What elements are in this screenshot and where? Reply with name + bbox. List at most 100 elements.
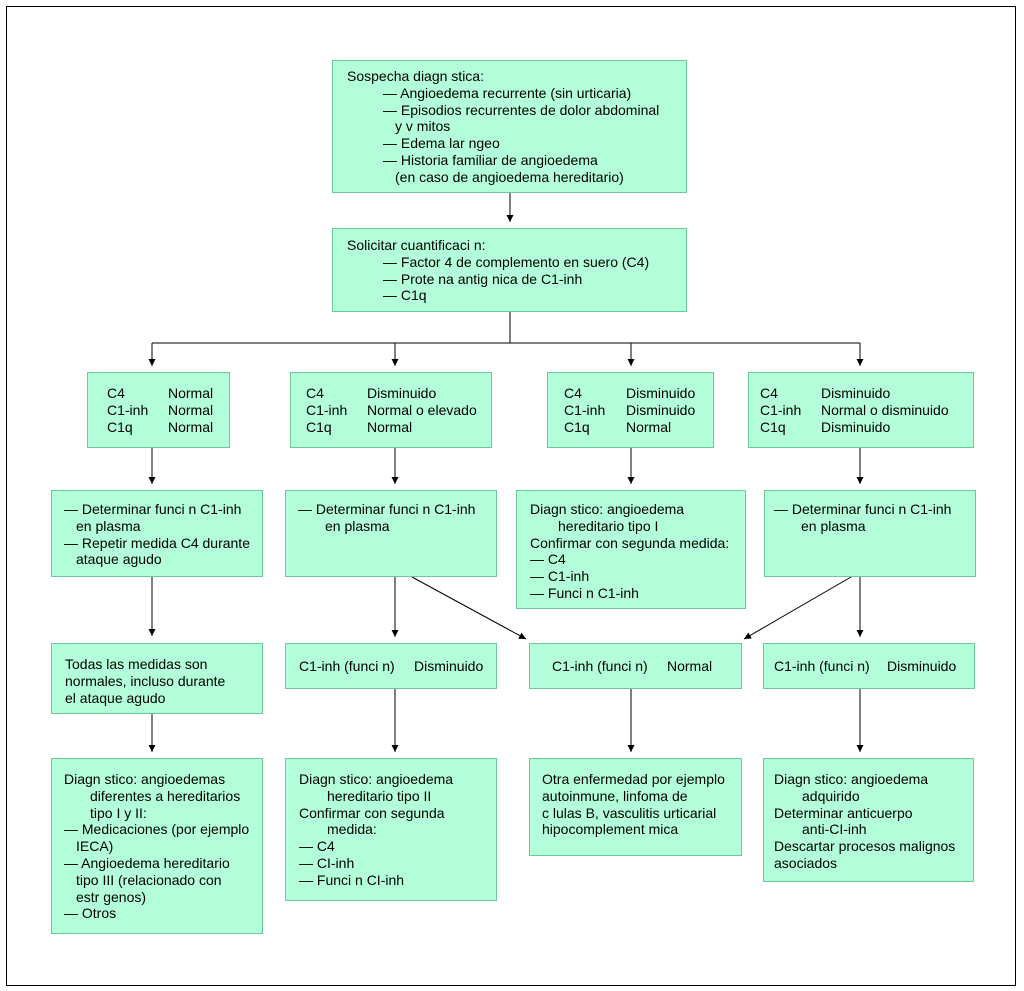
arrow-action2-to-func3 xyxy=(411,576,527,640)
diagnosis-line: Diagn stico: angioedema xyxy=(530,501,685,517)
suspicion-item: — Historia familiar de angioedema xyxy=(383,151,598,168)
suspicion-item: — Angioedema recurrente (sin urticaria) xyxy=(383,84,632,101)
function-box-2: C1-inh (funci n) Disminuido xyxy=(285,643,497,689)
confirm-item: — Funci n C1-inh xyxy=(530,584,639,601)
action-line: — Determinar funci n C1-inh xyxy=(298,501,476,517)
action-box-4: — Determinar funci n C1-inh en plasma xyxy=(764,490,976,577)
action-line: en plasma xyxy=(325,517,390,534)
diagnosis-line: Determinar anticuerpo xyxy=(774,804,913,821)
quantification-item: — Prote na antig nica de C1-inh xyxy=(383,270,583,287)
result-value: Normal xyxy=(626,418,672,435)
action-line: en plasma xyxy=(76,517,141,534)
result-key: C1q xyxy=(760,418,786,435)
result-key: C1-inh xyxy=(306,401,348,418)
diagnosis-line: — Medicaciones (por ejemplo xyxy=(64,821,250,838)
diagnosis-line: Diagn stico: angioedema xyxy=(299,771,454,787)
suspicion-item: y v mitos xyxy=(395,118,451,135)
function-line: el ataque agudo xyxy=(65,689,166,706)
function-label: C1-inh (funci n) xyxy=(552,657,648,674)
result-key: C1-inh xyxy=(107,401,149,418)
quantification-title: Solicitar cuantificaci n: xyxy=(347,237,486,253)
diagnosis-line: — Otros xyxy=(64,905,117,922)
suspicion-box: Sospecha diagn stica: — Angioedema recur… xyxy=(332,60,687,193)
result-value: Normal o disminuido xyxy=(821,401,949,418)
result-value: Disminuido xyxy=(626,401,696,418)
quantification-item: — Factor 4 de complemento en suero (C4) xyxy=(383,253,650,270)
diagnosis-line: estr genos) xyxy=(76,888,147,905)
suspicion-title: Sospecha diagn stica: xyxy=(347,68,484,84)
function-value: Normal xyxy=(667,657,713,674)
diagnosis-box-1: Diagn stico: angioedemas diferentes a he… xyxy=(51,758,263,934)
result-key: C4 xyxy=(564,385,582,401)
diagram-frame xyxy=(6,6,1016,986)
function-box-1: Todas las medidas son normales, incluso … xyxy=(51,643,263,714)
result-value: Normal xyxy=(168,401,214,418)
quantification-box: Solicitar cuantificaci n: — Factor 4 de … xyxy=(332,228,687,312)
function-box-3: C1-inh (funci n) Normal xyxy=(529,643,742,689)
result-value: Normal o elevado xyxy=(367,401,477,418)
diagnosis-line: c lulas B, vasculitis urticarial xyxy=(542,804,717,821)
result-key: C1q xyxy=(107,418,133,435)
diagnosis-box-3: Otra enfermedad por ejemplo autoinmune, … xyxy=(529,758,742,856)
function-value: Disminuido xyxy=(414,657,484,674)
diagnosis-line: hereditario tipo I xyxy=(558,517,659,534)
action-box-1: — Determinar funci n C1-inh en plasma — … xyxy=(51,490,263,577)
result-key: C1q xyxy=(306,418,332,435)
diagnosis-line: asociados xyxy=(774,854,838,871)
diagnosis-box-4: Diagn stico: angioedema adquirido Determ… xyxy=(763,758,974,882)
confirm-item: — C4 xyxy=(530,551,566,568)
result-key: C1-inh xyxy=(760,401,802,418)
diagnosis-box-2: Diagn stico: angioedema hereditario tipo… xyxy=(285,758,497,901)
diagnosis-line: hipocomplement mica xyxy=(542,821,679,838)
diagnosis-line: Confirmar con segunda xyxy=(299,804,445,821)
suspicion-item: — Episodios recurrentes de dolor abdomin… xyxy=(383,101,660,118)
result-key: C4 xyxy=(306,385,324,401)
suspicion-item: — Edema lar ngeo xyxy=(383,135,500,152)
result-box-2: C4 Disminuido C1-inh Normal o elevado C1q N… xyxy=(290,372,492,448)
diagnosis-line: tipo III (relacionado con xyxy=(76,871,222,888)
diagnosis-line: medida: xyxy=(327,821,377,838)
diagnosis-line: adquirido xyxy=(802,787,860,804)
diagnosis-line: — Angioedema hereditario xyxy=(64,854,230,871)
diagnosis-line: Otra enfermedad por ejemplo xyxy=(542,771,725,787)
function-value: Disminuido xyxy=(887,657,957,674)
result-key: C1q xyxy=(564,418,590,435)
diagnosis-line: Descartar procesos malignos xyxy=(774,838,956,855)
function-line: normales, incluso durante xyxy=(65,672,226,689)
confirm-item: — C1-inh xyxy=(530,568,590,585)
diagnosis-line: — Funci n CI-inh xyxy=(299,871,405,888)
function-label: C1-inh (funci n) xyxy=(299,657,395,674)
suspicion-item: (en caso de angioedema hereditario) xyxy=(395,168,624,185)
action-line: — Repetir medida C4 durante xyxy=(64,534,250,551)
function-line: Todas las medidas son xyxy=(65,656,208,672)
diagnosis-line: IECA) xyxy=(76,838,114,855)
result-key: C4 xyxy=(107,385,125,401)
diagnosis-line: diferentes a hereditarios xyxy=(90,787,241,804)
diagnosis-line: hereditario tipo II xyxy=(327,787,432,804)
result-value: Disminuido xyxy=(367,385,437,401)
quantification-item: — C1q xyxy=(383,287,427,304)
result-value: Disminuido xyxy=(821,385,891,401)
diagnosis-line: tipo I y II: xyxy=(90,804,147,821)
arrow-action4-to-func3 xyxy=(743,576,852,640)
action-line: en plasma xyxy=(801,517,866,534)
result-value: Normal xyxy=(168,385,214,401)
result-value: Normal xyxy=(367,418,413,435)
diagnosis-line: Diagn stico: angioedemas xyxy=(64,771,226,787)
function-label: C1-inh (funci n) xyxy=(774,657,870,674)
action-line: — Determinar funci n C1-inh xyxy=(774,501,952,517)
confirm-line: Confirmar con segunda medida: xyxy=(530,534,730,551)
diagnosis-line: — C4 xyxy=(299,838,335,855)
result-key: C1-inh xyxy=(564,401,606,418)
function-box-4: C1-inh (funci n) Disminuido xyxy=(763,643,975,689)
result-value: Disminuido xyxy=(821,418,891,435)
diagnosis-line: anti-CI-inh xyxy=(802,821,867,838)
diagnosis-line: autoinmune, linfoma de xyxy=(542,787,688,804)
action-line: ataque agudo xyxy=(76,551,162,568)
action-line: — Determinar funci n C1-inh xyxy=(64,501,242,517)
result-value: Normal xyxy=(168,418,214,435)
